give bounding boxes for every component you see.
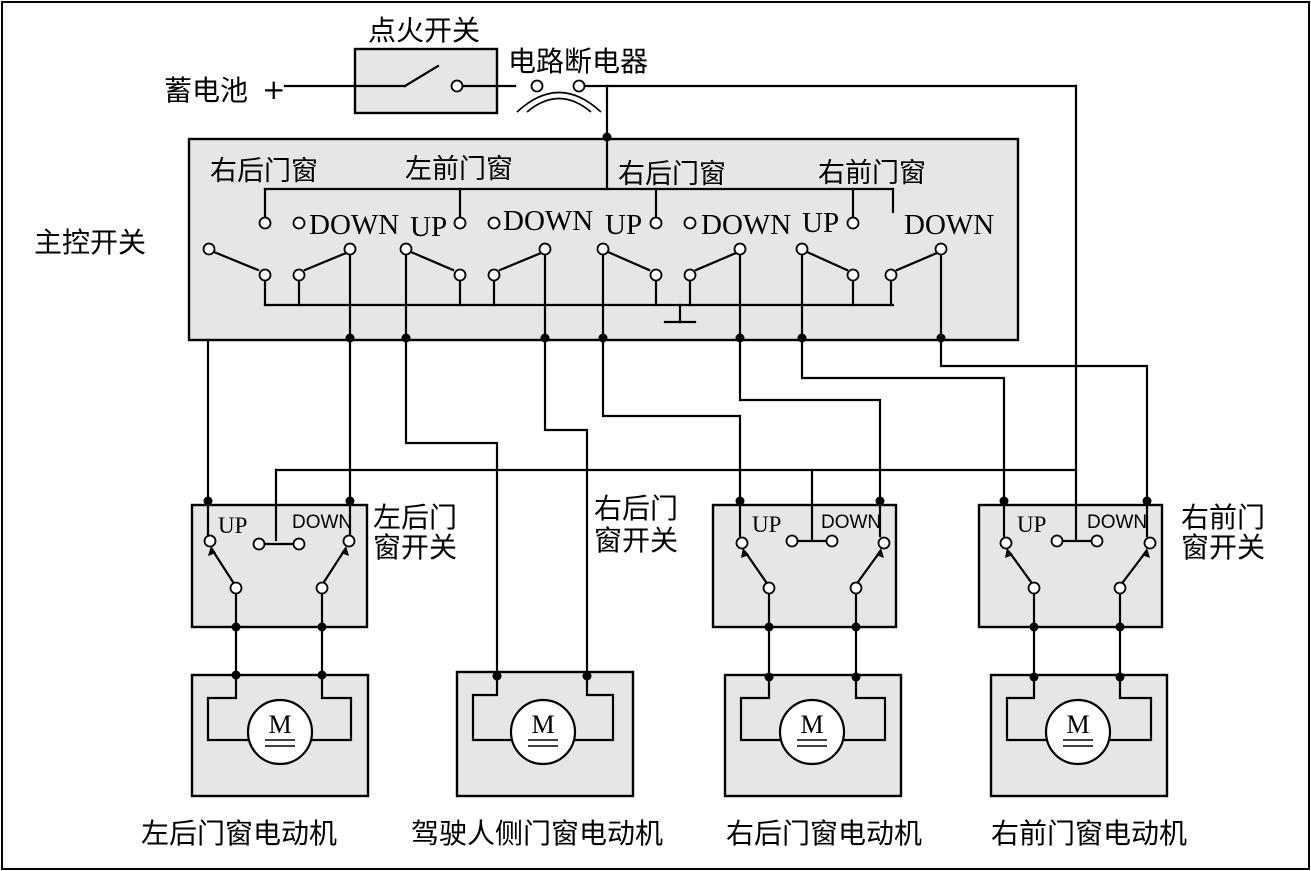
lr-window-switch-contacts [203, 503, 356, 632]
master-g2-up-label: UP [410, 211, 447, 243]
lr-switch-up-label: UP [218, 513, 247, 538]
rr-motor: M [778, 698, 846, 766]
breaker-label: 电路断电器 [508, 45, 648, 78]
driver-motor: M [509, 698, 577, 766]
interconnect-wiring [203, 338, 1152, 678]
motor-wiring [206, 625, 1153, 742]
master-g4-down-label: DOWN [904, 209, 994, 241]
rf-switch-down-label: DOWN [1087, 512, 1147, 533]
rf-switch-label-line2: 窗开关 [1181, 531, 1265, 564]
ignition-switch-label: 点火开关 [368, 14, 480, 47]
rf-switch-label-line1: 右前门 [1181, 501, 1265, 534]
master-group-rear-right-2: 右后门窗 [618, 159, 726, 190]
motor-rf-label: 右前门窗电动机 [991, 817, 1187, 850]
lr-switch-label-line1: 左后门 [373, 501, 457, 534]
battery-plus-sign: + [262, 73, 285, 106]
rf-window-switch-box [977, 503, 1164, 629]
svg-text:M: M [1066, 710, 1089, 739]
master-g3-down-label: DOWN [701, 209, 791, 241]
motor-lr-label: 左后门窗电动机 [141, 817, 337, 850]
lr-switch-label-line2: 窗开关 [373, 531, 457, 564]
motor-rr-label: 右后门窗电动机 [726, 817, 922, 850]
ignition-switch-box [353, 47, 499, 115]
rr-switch-label-line2: 窗开关 [594, 524, 678, 557]
motor-driver-label: 驾驶人侧门窗电动机 [411, 817, 663, 850]
lr-switch-down-label: DOWN [292, 512, 352, 533]
master-group-front-left: 左前门窗 [405, 154, 513, 185]
rr-window-switch-box [711, 503, 898, 629]
master-group-rear-right-1: 右后门窗 [210, 156, 318, 187]
rr-switch-up-label: UP [752, 512, 781, 537]
master-switch-label: 主控开关 [34, 226, 146, 259]
battery-label: 蓄电池 [164, 74, 248, 107]
master-g3-up-label: UP [605, 209, 642, 241]
lr-window-switch-box [190, 503, 369, 629]
rr-switch-down-label: DOWN [821, 512, 881, 533]
master-g2-down-label: DOWN [503, 205, 593, 237]
master-g1-down-label: DOWN [309, 209, 399, 241]
power-supply-wiring [283, 64, 1078, 542]
svg-text:M: M [531, 710, 554, 739]
lr-motor: M [246, 698, 314, 766]
rf-window-switch-contacts [999, 503, 1157, 632]
master-g4-up-label: UP [802, 207, 839, 239]
rf-switch-up-label: UP [1017, 512, 1046, 537]
master-group-front-right: 右前门窗 [818, 158, 926, 189]
svg-text:M: M [268, 710, 291, 739]
rf-motor: M [1044, 698, 1112, 766]
rr-switch-label-line1: 右后门 [594, 492, 678, 525]
master-switch-internals [202, 187, 948, 343]
svg-text:M: M [800, 710, 823, 739]
